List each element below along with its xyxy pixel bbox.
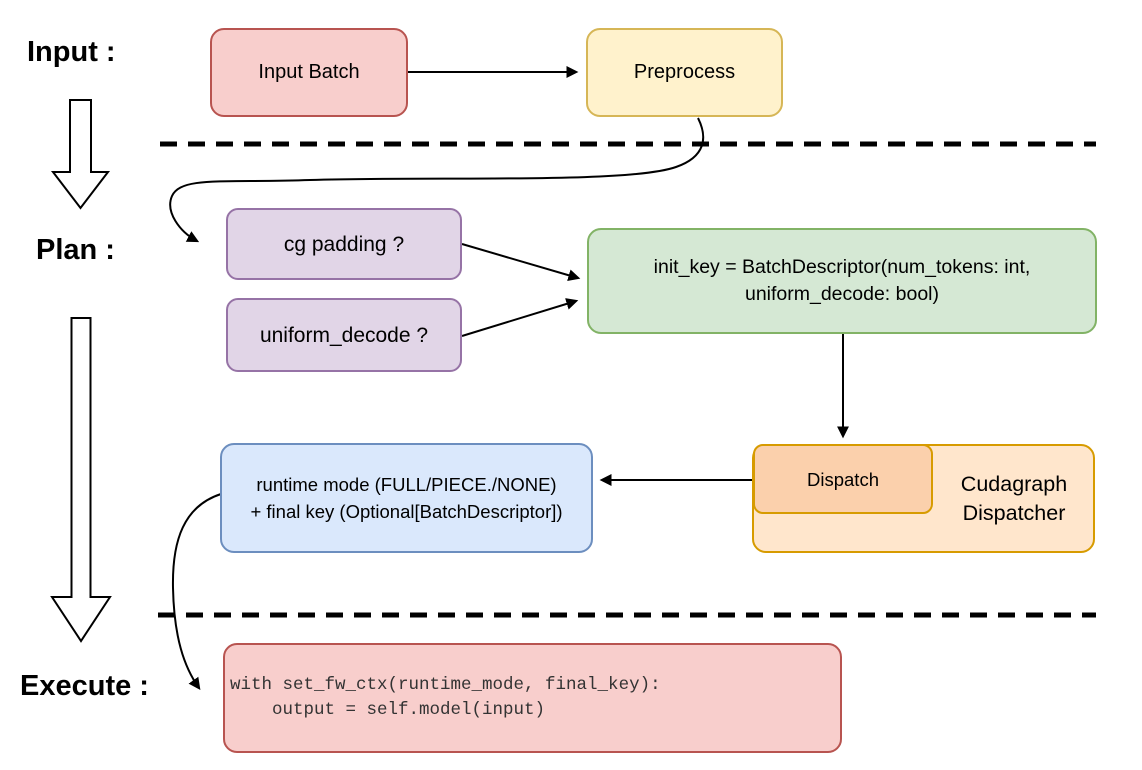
node-runtime-mode: runtime mode (FULL/PIECE./NONE) + final … — [220, 443, 593, 553]
stage-label-execute: Execute : — [20, 670, 149, 702]
stage-arrow-input-to-plan — [50, 99, 111, 210]
stage-label-input: Input : — [27, 36, 116, 68]
arrow-cgpadding-to-initkey — [461, 243, 581, 282]
node-preprocess: Preprocess — [586, 28, 783, 117]
node-execute-code: with set_fw_ctx(runtime_mode, final_key)… — [223, 643, 842, 753]
cudagraph-label-line2: Dispatcher — [962, 500, 1066, 525]
node-init-key: init_key = BatchDescriptor(num_tokens: i… — [587, 228, 1097, 334]
node-init-key-line2: uniform_decode: bool) — [744, 283, 940, 305]
node-input-batch-label: Input Batch — [258, 61, 360, 83]
arrow-preprocess-to-cgpadding — [169, 117, 705, 243]
node-cudagraph-dispatcher-label: Cudagraph Dispatcher — [933, 444, 1095, 553]
node-uniform-decode-label: uniform_decode ? — [259, 323, 429, 347]
stage-label-plan: Plan : — [36, 234, 115, 266]
execute-code-line1: with set_fw_ctx(runtime_mode, final_key)… — [230, 675, 661, 695]
node-input-batch: Input Batch — [210, 28, 408, 117]
node-dispatch-label: Dispatch — [807, 468, 879, 490]
node-init-key-line1: init_key = BatchDescriptor(num_tokens: i… — [653, 256, 1031, 278]
arrow-uniformdecode-to-initkey — [461, 298, 579, 337]
node-preprocess-label: Preprocess — [633, 61, 736, 83]
node-runtime-mode-line2: + final key (Optional[BatchDescriptor]) — [250, 501, 563, 522]
node-dispatch: Dispatch — [753, 444, 933, 514]
stage-arrow-plan-to-execute — [50, 317, 112, 643]
cudagraph-label-line1: Cudagraph — [960, 471, 1068, 496]
node-cg-padding: cg padding ? — [226, 208, 462, 280]
execute-code-line2: output = self.model(input) — [230, 700, 546, 720]
arrow-runtimemode-to-executecode — [171, 493, 222, 690]
node-cg-padding-label: cg padding ? — [283, 232, 405, 256]
node-runtime-mode-line1: runtime mode (FULL/PIECE./NONE) — [256, 474, 557, 495]
node-uniform-decode: uniform_decode ? — [226, 298, 462, 372]
